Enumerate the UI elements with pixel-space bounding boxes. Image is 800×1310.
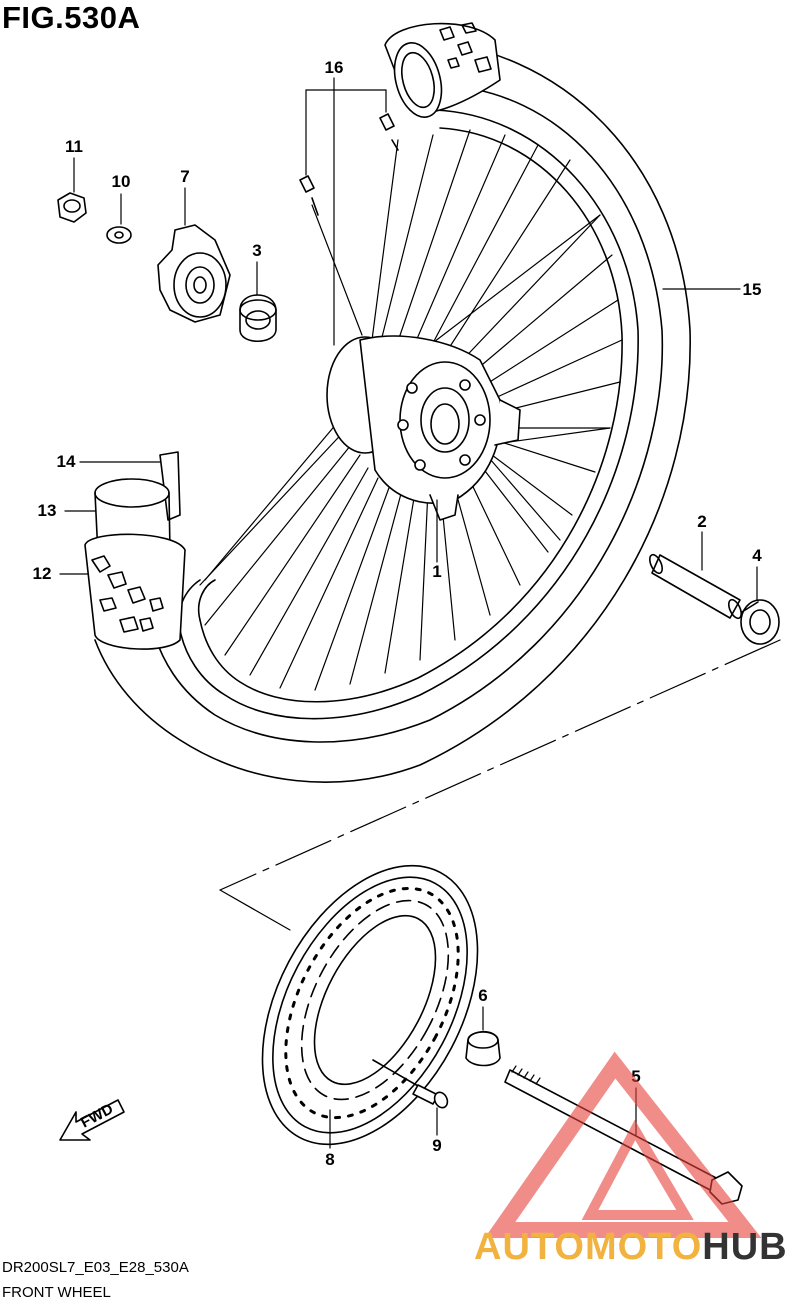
callout-7: 7 xyxy=(180,167,190,186)
callout-9: 9 xyxy=(432,1136,442,1155)
leader-lines xyxy=(59,77,758,1149)
callout-5: 5 xyxy=(631,1067,641,1086)
callout-6: 6 xyxy=(478,986,488,1005)
disc-bolt-9 xyxy=(372,1059,449,1109)
rim-lock-assembly xyxy=(384,22,501,118)
washer-10 xyxy=(106,226,132,244)
spokes xyxy=(199,129,623,691)
watermark-moto: MOTO xyxy=(584,1226,703,1268)
fwd-arrow: FWD xyxy=(59,1099,125,1141)
diagram-code: DR200SL7_E03_E28_530A xyxy=(2,1259,189,1276)
callout-13: 13 xyxy=(37,501,57,520)
spoke-nipples xyxy=(299,113,399,216)
collar-6 xyxy=(465,1030,501,1067)
automotohub-watermark-logo xyxy=(484,1051,762,1238)
callout-12: 12 xyxy=(32,564,52,583)
brake-disc-8 xyxy=(261,864,479,1146)
figure-title: FIG.530A xyxy=(2,0,141,35)
speedometer-gearbox-7 xyxy=(157,224,231,323)
watermark-text: AUTOMOTOHUB xyxy=(474,1226,788,1269)
callout-14: 14 xyxy=(56,452,76,471)
spacer-2 xyxy=(649,553,742,620)
callout-1: 1 xyxy=(432,562,442,581)
watermark-auto: AUTO xyxy=(474,1226,585,1268)
callout-8: 8 xyxy=(325,1150,335,1169)
callout-11: 11 xyxy=(65,137,83,156)
callout-3: 3 xyxy=(252,241,262,260)
callout-2: 2 xyxy=(697,512,707,531)
bearing-4 xyxy=(740,599,780,645)
callout-16: 16 xyxy=(324,58,344,77)
callout-15: 15 xyxy=(742,280,762,299)
diagram-name: FRONT WHEEL xyxy=(2,1284,111,1301)
callout-10: 10 xyxy=(111,172,131,191)
axle-reference-line xyxy=(219,639,781,891)
nut-11 xyxy=(57,192,87,223)
callout-4: 4 xyxy=(752,546,762,565)
hub xyxy=(326,335,521,521)
tire xyxy=(94,39,691,783)
watermark-hub: HUB xyxy=(702,1226,788,1268)
speedometer-gear-assembly xyxy=(84,451,186,650)
bearing-3 xyxy=(239,294,277,342)
